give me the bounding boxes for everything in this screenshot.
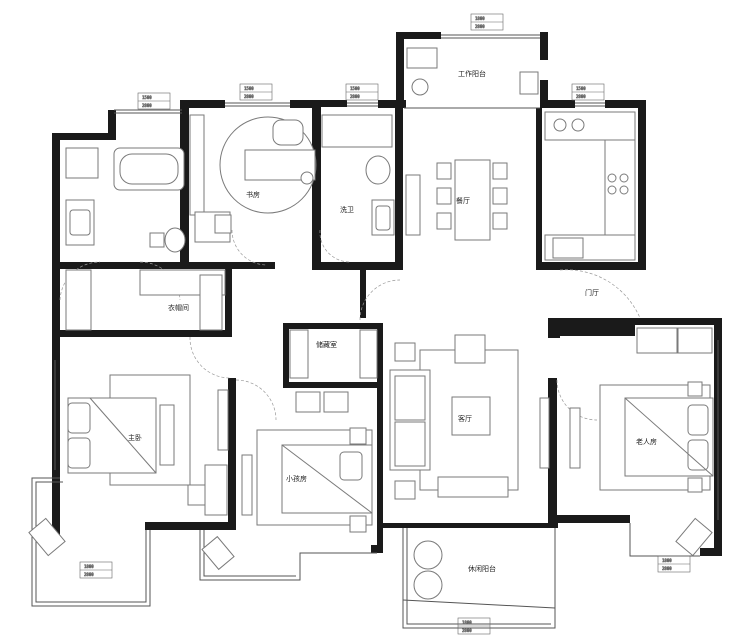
tag-top-bath-b: 2800 (350, 94, 360, 99)
room-labels: 工作阳台 书房 洗卫 餐厅 门厅 衣帽间 储藏室 主卧 小孩房 客厅 老人房 休… (128, 69, 657, 573)
label-work-balcony: 工作阳台 (458, 69, 486, 78)
tag-top-center-a: 1800 (475, 16, 485, 21)
label-dining: 餐厅 (456, 196, 470, 205)
label-storage: 储藏室 (316, 340, 337, 349)
tag-top-study-b: 2800 (244, 94, 254, 99)
tag-top-center: 1800 2800 (470, 13, 504, 31)
tag-top-right-a: 1500 (576, 86, 586, 91)
tag-top-bath-a: 1500 (350, 86, 360, 91)
tag-bottom-left-b: 2800 (84, 572, 94, 577)
tag-top-right: 1500 2800 (571, 83, 605, 101)
tag-top-study: 1500 2800 (239, 83, 273, 101)
tag-bottom-left-a: 1800 (84, 564, 94, 569)
label-leisure-balcony: 休闲阳台 (468, 564, 496, 573)
tag-bottom-right: 1800 2800 (657, 555, 691, 573)
tag-bottom-living-a: 1800 (462, 620, 472, 625)
tag-bottom-right-a: 1800 (662, 558, 672, 563)
label-elder-room: 老人房 (636, 437, 657, 446)
label-living: 客厅 (458, 414, 472, 423)
tag-bottom-left: 1800 2800 (79, 561, 113, 579)
tag-top-left-b: 2800 (142, 103, 152, 108)
tag-bottom-right-b: 2800 (662, 566, 672, 571)
label-master: 主卧 (128, 433, 142, 442)
tag-top-bath: 1500 2800 (345, 83, 379, 101)
tag-top-left: 1500 2800 (137, 92, 171, 110)
window-lines (31, 34, 719, 629)
tag-bottom-living: 1800 2800 (457, 617, 491, 635)
tag-bottom-living-b: 2800 (462, 628, 472, 633)
label-kids-room: 小孩房 (286, 474, 307, 483)
tag-top-center-b: 2800 (475, 24, 485, 29)
tag-top-study-a: 1500 (244, 86, 254, 91)
dimension-tags: 1800 2800 1500 2800 1500 2800 1500 2800 … (79, 13, 691, 635)
label-guest-bath: 洗卫 (340, 205, 354, 214)
label-study: 书房 (246, 190, 260, 199)
label-foyer: 门厅 (585, 288, 599, 297)
furniture (28, 47, 714, 600)
tag-top-right-b: 2800 (576, 94, 586, 99)
tag-top-left-a: 1500 (142, 95, 152, 100)
label-cloakroom: 衣帽间 (168, 303, 189, 312)
